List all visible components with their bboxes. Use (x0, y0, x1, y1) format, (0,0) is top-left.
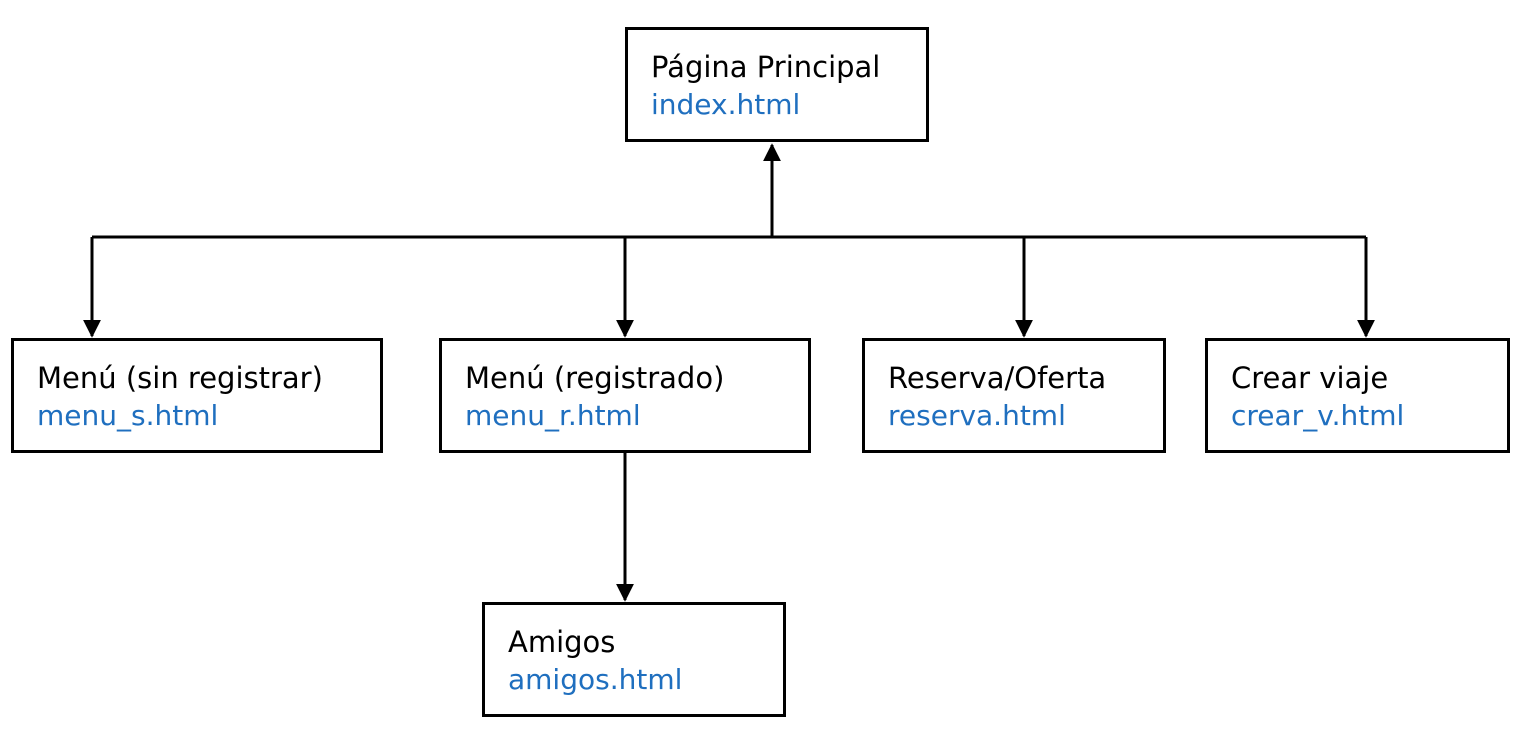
node-title: Crear viaje (1231, 361, 1389, 395)
node-title: Página Principal (651, 50, 881, 84)
node-reserva-oferta: Reserva/Oferta reserva.html (862, 338, 1166, 453)
node-crear-viaje: Crear viaje crear_v.html (1205, 338, 1510, 453)
node-menu-registrado: Menú (registrado) menu_r.html (439, 338, 811, 453)
node-index: Página Principal index.html (625, 27, 929, 142)
node-title: Menú (sin registrar) (37, 361, 323, 395)
node-title: Menú (registrado) (465, 361, 725, 395)
node-file: reserva.html (888, 399, 1066, 432)
node-file: menu_s.html (37, 399, 219, 432)
node-file: amigos.html (508, 663, 683, 696)
node-file: menu_r.html (465, 399, 641, 432)
node-title: Reserva/Oferta (888, 361, 1107, 395)
node-title: Amigos (508, 625, 616, 659)
node-amigos: Amigos amigos.html (482, 602, 786, 717)
node-menu-sin-registrar: Menú (sin registrar) menu_s.html (11, 338, 383, 453)
node-file: index.html (651, 88, 801, 121)
node-file: crear_v.html (1231, 399, 1405, 432)
